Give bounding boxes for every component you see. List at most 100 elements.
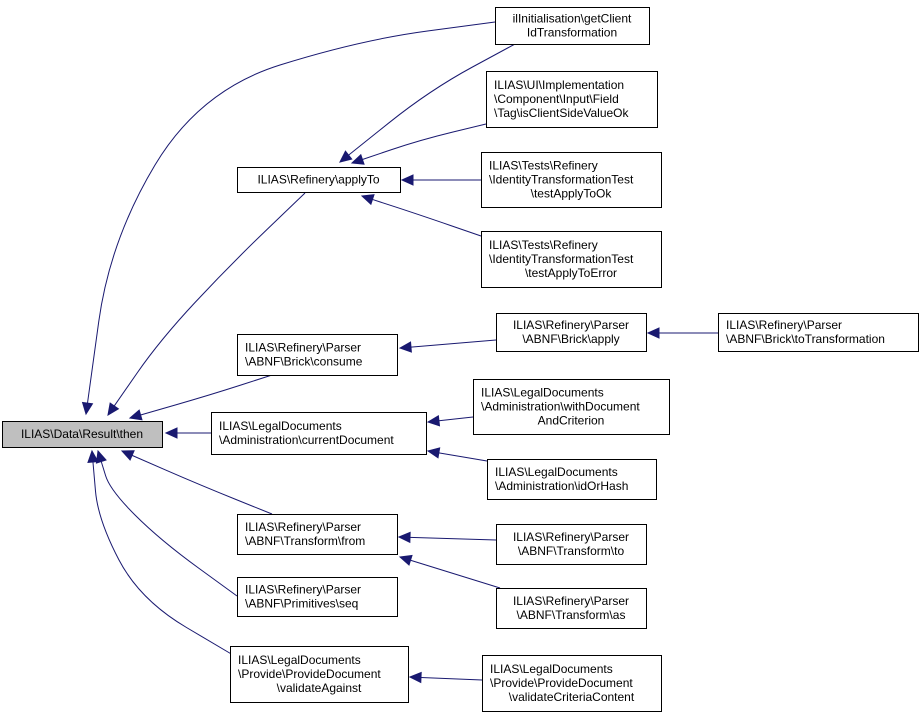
edges (81, 21, 718, 684)
node-label-line: \Administration\idOrHash (495, 479, 628, 493)
edge-getClientIdTransformation-to-then (81, 21, 496, 416)
arrowhead-icon (339, 150, 353, 163)
node-currentDocument[interactable]: ILIAS\LegalDocuments\Administration\curr… (211, 412, 427, 455)
node-label-line: ILIAS\Data\Result\then (21, 427, 143, 441)
arrowhead-icon (128, 409, 143, 421)
node-brickConsume[interactable]: ILIAS\Refinery\Parser\ABNF\Brick\consume (237, 334, 398, 376)
node-box[interactable] (718, 313, 919, 352)
edge-applyTo-to-then (107, 192, 306, 416)
edge-line (100, 461, 238, 597)
edge-line (409, 536, 497, 541)
edge-brickApply-to-brickConsume (398, 339, 497, 353)
node-label-line: ILIAS\Refinery\Parser (245, 341, 361, 355)
node-label-line: ILIAS\LegalDocuments (490, 662, 613, 676)
node-label-line: \IdentityTransformationTest (489, 173, 634, 187)
node-box[interactable] (496, 313, 647, 352)
node-label-line: ILIAS\UI\Implementation (494, 78, 624, 92)
node-primitivesSeq[interactable]: ILIAS\Refinery\Parser\ABNF\Primitives\se… (237, 577, 398, 617)
arrowhead-icon (397, 531, 411, 544)
node-transformTo[interactable]: ILIAS\Refinery\Parser\ABNF\Transform\to (496, 524, 647, 565)
node-box[interactable] (230, 646, 409, 703)
arrowhead-icon (646, 327, 660, 339)
node-label-line: ILIAS\Refinery\applyTo (257, 173, 379, 187)
node-label-line: \ABNF\Transform\as (517, 608, 626, 622)
edge-line (131, 454, 273, 515)
arrowhead-icon (426, 447, 441, 459)
edge-withDocumentAndCriterion-to-currentDocument (426, 414, 474, 427)
edge-line (372, 198, 482, 237)
arrowhead-icon (81, 401, 94, 416)
edge-line (92, 461, 234, 656)
node-transformFrom[interactable]: ILIAS\Refinery\Parser\ABNF\Transform\fro… (237, 514, 398, 555)
node-applyTo[interactable]: ILIAS\Refinery\applyTo (237, 167, 401, 193)
edge-testApplyToError-to-applyTo (360, 194, 482, 237)
node-isClientSideValueOk[interactable]: ILIAS\UI\Implementation\Component\Input\… (486, 71, 658, 128)
node-getClientIdTransformation[interactable]: ilInitialisation\getClientIdTransformati… (495, 7, 650, 45)
node-label-line: \testApplyToOk (531, 187, 613, 201)
node-label-line: ILIAS\Tests\Refinery (489, 238, 598, 252)
node-box[interactable] (496, 524, 647, 565)
edge-primitivesSeq-to-then (95, 449, 238, 597)
arrowhead-icon (107, 402, 120, 416)
node-label-line: ILIAS\Refinery\Parser (513, 594, 629, 608)
node-box[interactable] (237, 514, 398, 555)
edge-line (410, 339, 497, 348)
root-node-box[interactable] (2, 421, 163, 448)
edge-line (348, 43, 516, 156)
edge-testApplyToOk-to-applyTo (400, 174, 481, 186)
node-label-line: ILIAS\Tests\Refinery (489, 159, 598, 173)
node-box[interactable] (487, 459, 657, 500)
edge-line (410, 559, 501, 589)
edge-line (140, 374, 273, 416)
node-label-line: AndCriterion (538, 414, 605, 428)
edge-line (113, 192, 306, 407)
node-box[interactable] (486, 71, 658, 128)
edge-validateAgainst-to-then (87, 449, 234, 656)
node-label-line: ILIAS\Refinery\Parser (245, 520, 361, 534)
edge-transformAs-to-transformFrom (398, 554, 501, 589)
node-label-line: \Component\Input\Field (494, 92, 619, 106)
edge-getClientIdTransformation-to-applyTo (339, 43, 516, 163)
node-label-line: ILIAS\LegalDocuments (481, 386, 604, 400)
node-box[interactable] (211, 412, 427, 455)
arrowhead-icon (360, 194, 375, 206)
node-withDocumentAndCriterion[interactable]: ILIAS\LegalDocuments\Administration\with… (473, 379, 670, 435)
edge-idOrHash-to-currentDocument (426, 447, 488, 462)
node-box[interactable] (237, 577, 398, 617)
edge-currentDocument-to-then (164, 427, 211, 439)
node-box[interactable] (237, 334, 398, 376)
arrowhead-icon (408, 671, 422, 684)
node-label-line: \ABNF\Transform\to (518, 544, 625, 558)
node-label-line: \ABNF\Transform\from (245, 534, 365, 548)
node-brickApply[interactable]: ILIAS\Refinery\Parser\ABNF\Brick\apply (496, 313, 647, 352)
node-label-line: \ABNF\Primitives\seq (245, 597, 358, 611)
arrowhead-icon (398, 554, 413, 566)
node-label-line: \validateAgainst (277, 681, 362, 695)
node-box[interactable] (495, 7, 650, 45)
node-label-line: ILIAS\Refinery\Parser (726, 318, 842, 332)
node-label-line: ILIAS\LegalDocuments (495, 465, 618, 479)
arrowhead-icon (87, 449, 99, 463)
edge-validateCriteriaContent-to-validateAgainst (408, 671, 483, 684)
node-testApplyToError[interactable]: ILIAS\Tests\Refinery\IdentityTransformat… (481, 231, 662, 288)
edge-line (438, 452, 488, 462)
node-box[interactable] (481, 152, 662, 208)
node-label-line: \Administration\withDocument (481, 400, 640, 414)
node-validateCriteriaContent[interactable]: ILIAS\LegalDocuments\Provide\ProvideDocu… (482, 655, 662, 712)
node-box[interactable] (496, 588, 647, 629)
node-then[interactable]: ILIAS\Data\Result\then (2, 421, 163, 448)
node-testApplyToOk[interactable]: ILIAS\Tests\Refinery\IdentityTransformat… (481, 152, 662, 208)
edge-transformTo-to-transformFrom (397, 531, 497, 544)
arrowhead-icon (426, 414, 441, 427)
node-brickToTransformation[interactable]: ILIAS\Refinery\Parser\ABNF\Brick\toTrans… (718, 313, 919, 352)
node-box[interactable] (481, 231, 662, 288)
node-label-line: \ABNF\Brick\apply (522, 332, 619, 346)
node-idOrHash[interactable]: ILIAS\LegalDocuments\Administration\idOr… (487, 459, 657, 500)
node-box[interactable] (473, 379, 670, 435)
node-box[interactable] (482, 655, 662, 712)
node-validateAgainst[interactable]: ILIAS\LegalDocuments\Provide\ProvideDocu… (230, 646, 409, 703)
arrowhead-icon (400, 174, 414, 186)
node-transformAs[interactable]: ILIAS\Refinery\Parser\ABNF\Transform\as (496, 588, 647, 629)
node-box[interactable] (237, 167, 401, 193)
